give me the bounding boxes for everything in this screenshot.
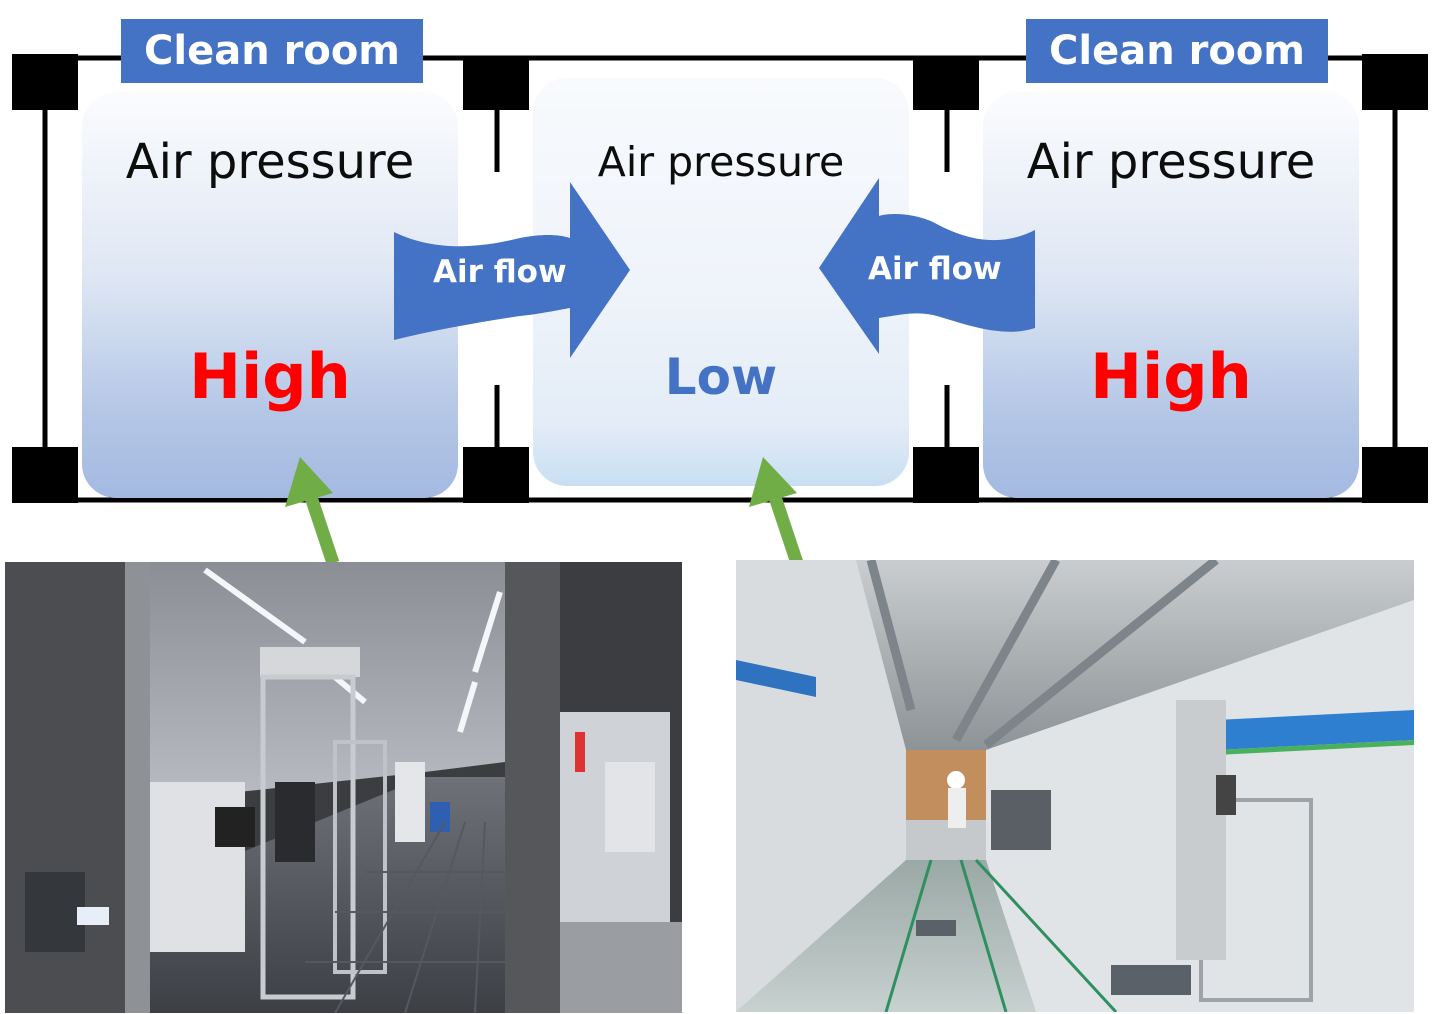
pointer-arrow-left-icon: [285, 457, 340, 565]
right-room: Air pressure High: [983, 92, 1359, 498]
air-flow-right-label: Air flow: [868, 251, 1002, 287]
right-room-title: Air pressure: [1026, 134, 1316, 190]
corridor-photo: [736, 560, 1414, 1012]
left-room-title: Air pressure: [125, 134, 415, 190]
pointer-arrow-right-icon: [749, 457, 804, 565]
right-clean-room-badge: Clean room: [1026, 19, 1328, 83]
left-room: Air pressure High: [82, 92, 458, 498]
right-room-pressure: High: [1090, 340, 1252, 413]
center-room-pressure: Low: [664, 348, 778, 406]
clean-room-photo: [5, 562, 682, 1013]
building-frame: [12, 54, 1428, 503]
left-room-pressure: High: [189, 340, 351, 413]
air-flow-left-label: Air flow: [433, 254, 567, 290]
left-clean-room-badge: Clean room: [121, 19, 423, 83]
center-room-title: Air pressure: [597, 138, 845, 186]
air-flow-arrow-right-icon: [819, 178, 1035, 354]
air-flow-arrow-left-icon: [394, 182, 630, 358]
